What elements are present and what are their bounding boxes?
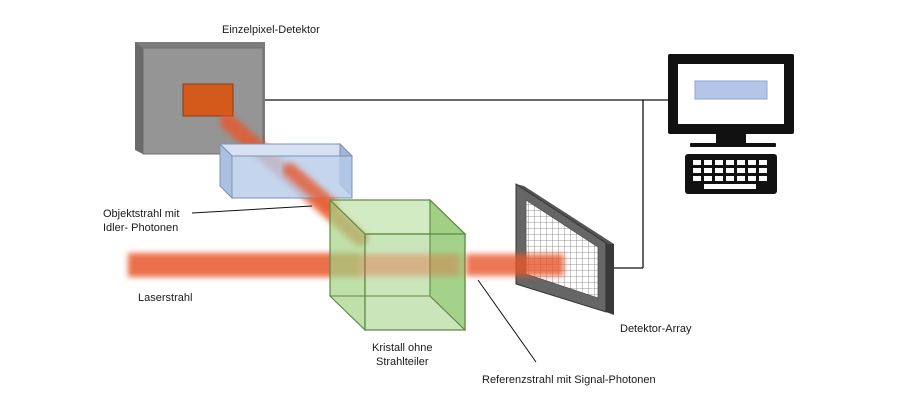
label-detector-array: Detektor-Array xyxy=(620,323,692,335)
label-crystal: Kristall ohne Strahlteiler xyxy=(372,341,433,369)
label-object-beam-line1: Objektstrahl mit xyxy=(103,208,180,220)
label-object-beam: Objektstrahl mit Idler- Photonen xyxy=(103,207,179,235)
computer-monitor-icon xyxy=(668,54,794,147)
reference-beam xyxy=(466,254,564,276)
detector-pixel xyxy=(182,83,234,117)
laser-in-crystal xyxy=(360,254,460,276)
idler-beam-through-object xyxy=(283,163,339,213)
detector-array xyxy=(515,183,614,315)
label-object-beam-line2: Idler- Photonen xyxy=(103,222,179,234)
signal-cables xyxy=(262,99,668,269)
laser-beam xyxy=(128,253,360,277)
keyboard-icon xyxy=(685,154,777,194)
screen-bar xyxy=(694,80,768,100)
label-crystal-line2: Strahlteiler xyxy=(375,356,429,368)
label-pointers xyxy=(191,205,537,363)
label-single-pixel-detector: Einzelpixel-Detektor xyxy=(222,24,320,36)
label-laser-beam: Laserstrahl xyxy=(138,292,193,304)
label-crystal-line1: Kristall ohne xyxy=(372,342,433,354)
label-reference-beam: Referenzstrahl mit Signal-Photonen xyxy=(482,374,656,386)
